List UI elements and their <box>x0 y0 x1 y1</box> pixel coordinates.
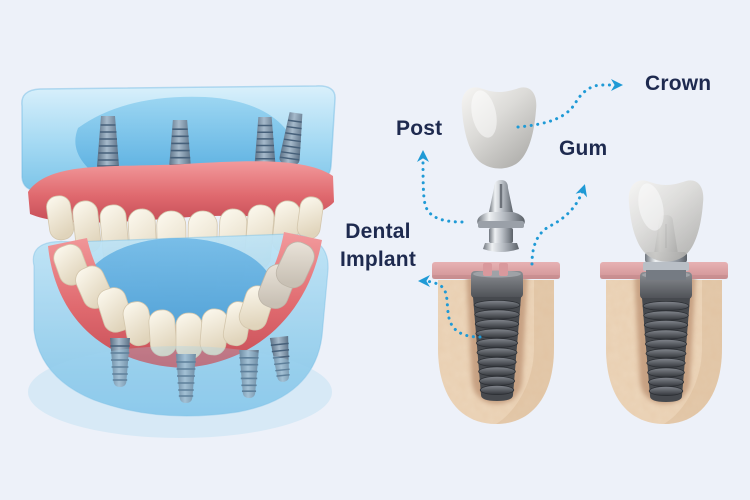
implant-parts-diagram <box>417 79 728 424</box>
dental-implant-arrow <box>418 275 482 339</box>
gum-label: Gum <box>559 137 608 160</box>
abutment-post-part <box>477 180 525 252</box>
implant-assembled-in-bone <box>600 180 728 424</box>
post-arrow <box>417 150 464 224</box>
crown-on-implant <box>628 180 704 262</box>
lower-denture <box>28 232 332 438</box>
crown-arrow <box>516 79 623 129</box>
gum-tab <box>499 263 508 276</box>
annotation-arrows <box>417 79 623 339</box>
dental-implant-label-line2: Implant <box>339 248 417 271</box>
dental-implant-label-line1: Dental <box>345 220 411 243</box>
denture-model <box>21 85 336 438</box>
lower-teeth-row <box>53 241 315 360</box>
post-label: Post <box>396 117 443 140</box>
lower-gum <box>48 232 322 368</box>
crown-label: Crown <box>645 72 712 95</box>
gum-arrow <box>530 184 588 266</box>
acrylic-glass-overlay <box>28 346 332 438</box>
implant-in-bone-exploded <box>432 262 560 424</box>
gum-tab <box>483 263 492 276</box>
dental-implant-label: Dental Implant <box>330 218 426 274</box>
crown-part <box>461 87 537 169</box>
